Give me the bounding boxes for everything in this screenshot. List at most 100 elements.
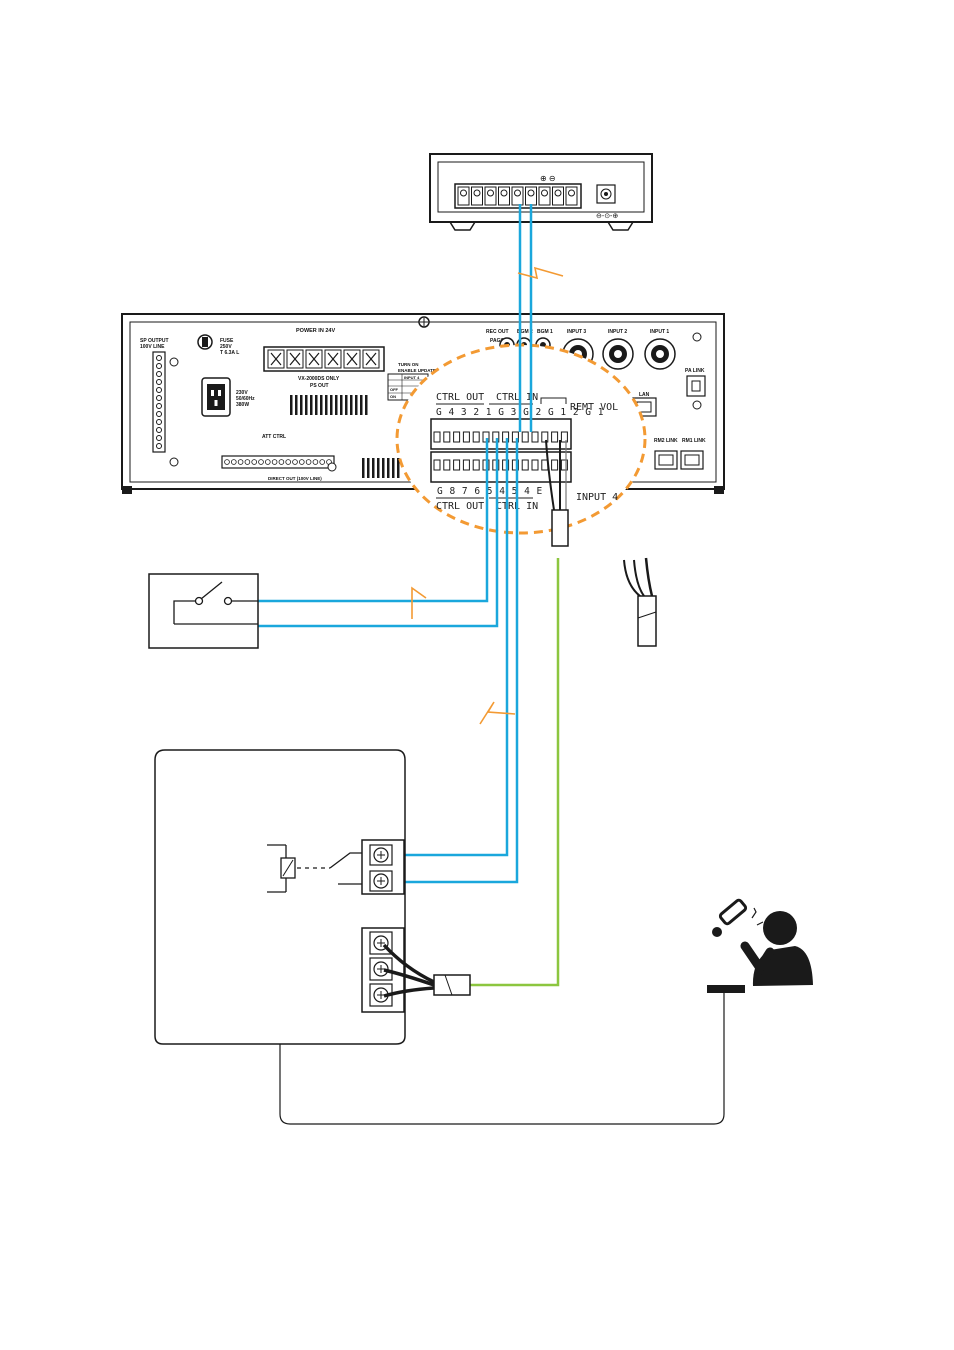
- screw-icon: [156, 419, 162, 425]
- screw-icon: [271, 459, 278, 465]
- screw-icon: [156, 395, 162, 401]
- vent-slot: [387, 458, 390, 478]
- vent-slot: [325, 395, 328, 415]
- ac-voltage: 230V: [236, 390, 248, 396]
- screw-icon: [292, 459, 298, 465]
- terminal-slot: [433, 459, 441, 471]
- screw-icon: [692, 332, 702, 342]
- screw-icon: [156, 387, 162, 393]
- remt-vol-label: REMT VOL: [570, 402, 618, 413]
- vent-slot: [300, 395, 303, 415]
- wire-callout-markers: [411, 266, 564, 725]
- person-speaking-icon: [707, 898, 813, 993]
- svg-text:⊕ ⊖: ⊕ ⊖: [540, 174, 556, 183]
- terminal-slot: [472, 431, 480, 443]
- screw-icon: [285, 459, 292, 465]
- screw-icon: [156, 443, 162, 449]
- ps-out-note: VX-2000DS ONLY: [298, 376, 340, 382]
- screw-icon: [244, 459, 251, 465]
- bottom-row-numbers: G 8 7 6 5 4 5 4 E: [437, 486, 543, 497]
- terminal-slot: [443, 431, 451, 443]
- bgm1-label: BGM 1: [537, 329, 553, 335]
- vent-slot: [330, 395, 333, 415]
- screw-icon: [692, 400, 702, 410]
- vent-slot: [295, 395, 298, 415]
- sp-output-line-label: 100V LINE: [140, 344, 165, 350]
- audio-wire: [470, 558, 560, 987]
- screw-icon: [527, 189, 535, 197]
- terminal-slot: [531, 459, 539, 471]
- terminal-slot: [502, 459, 510, 471]
- screw-icon: [169, 457, 179, 467]
- vent-slot: [367, 458, 370, 478]
- screw-icon: [270, 352, 282, 366]
- screw-icon: [554, 189, 562, 197]
- ac-power: 380W: [236, 402, 249, 408]
- vent-slot: [305, 395, 308, 415]
- terminal-slot: [511, 431, 519, 443]
- dip-input4-label: INPUT 4: [404, 375, 420, 380]
- screw-icon: [487, 189, 494, 197]
- screw-icon: [156, 435, 162, 441]
- screw-icon: [365, 352, 377, 366]
- rm2-link-label: RM2 LINK: [654, 438, 678, 444]
- att-ctrl-label: ATT CTRL: [262, 434, 286, 440]
- svg-text:⊖-⊙-⊕: ⊖-⊙-⊕: [596, 213, 618, 220]
- vent-slot: [382, 458, 385, 478]
- screw-icon: [308, 352, 320, 366]
- vent-slot: [365, 395, 368, 415]
- switch-contact-icon: [200, 581, 223, 600]
- screw-icon: [264, 459, 271, 465]
- input4-cable: [470, 439, 569, 987]
- screw-icon: [312, 459, 319, 465]
- ctrl-out-bottom-label: CTRL OUT: [436, 501, 484, 512]
- screw-icon: [156, 355, 162, 361]
- vent-slot: [355, 395, 358, 415]
- screw-icon: [346, 352, 358, 366]
- screw-icon: [305, 459, 312, 465]
- rm1-link-port-icon: [680, 450, 704, 470]
- rm1-link-label: RM1 LINK: [682, 438, 706, 444]
- control-wires: [258, 204, 533, 884]
- screw-icon: [156, 411, 162, 417]
- ctrl-out-top-label: CTRL OUT: [436, 392, 484, 403]
- remote-device: ⊕ ⊖ ⊖-⊙-⊕: [429, 153, 653, 231]
- screw-icon: [169, 357, 179, 367]
- vent-slot: [290, 395, 293, 415]
- vent-slot: [335, 395, 338, 415]
- vent-slot: [315, 395, 318, 415]
- vent-slot: [320, 395, 323, 415]
- rec-out-label: REC OUT: [486, 329, 509, 335]
- lan-label: LAN: [639, 392, 650, 398]
- mic-cable: [279, 993, 725, 1125]
- screw-icon: [568, 189, 575, 197]
- fuse-value: T 6.3A L: [220, 350, 239, 356]
- vent-slot: [350, 395, 353, 415]
- screw-icon: [460, 189, 467, 197]
- ps-out-label: PS OUT: [310, 383, 329, 389]
- dip-off-label: OFF: [390, 387, 399, 392]
- sp-output-label: SP OUTPUT: [140, 338, 169, 344]
- screw-icon: [473, 189, 481, 197]
- ac-frequency: 50/60Hz: [236, 396, 255, 402]
- screw-icon: [237, 459, 244, 465]
- turn-on-label: TURN ON: [398, 362, 419, 367]
- terminal-slot: [462, 459, 470, 471]
- terminal-slot: [560, 431, 568, 443]
- screw-icon: [278, 459, 285, 465]
- fuse-label: FUSE: [220, 338, 234, 344]
- input1-label: INPUT 1: [650, 329, 669, 335]
- screw-icon: [541, 189, 548, 197]
- screw-icon: [258, 459, 264, 465]
- terminal-slot: [560, 459, 568, 471]
- vent-slot: [340, 395, 343, 415]
- input3-label: INPUT 3: [567, 329, 586, 335]
- bgm2-label: BGM 2: [517, 329, 533, 335]
- pa-link-port-icon: [686, 375, 706, 397]
- shielded-cable-illustration: [623, 557, 657, 647]
- terminal-slot: [433, 431, 441, 443]
- terminal-slot: [531, 431, 539, 443]
- switch-box: [148, 573, 259, 649]
- screw-icon: [156, 379, 162, 385]
